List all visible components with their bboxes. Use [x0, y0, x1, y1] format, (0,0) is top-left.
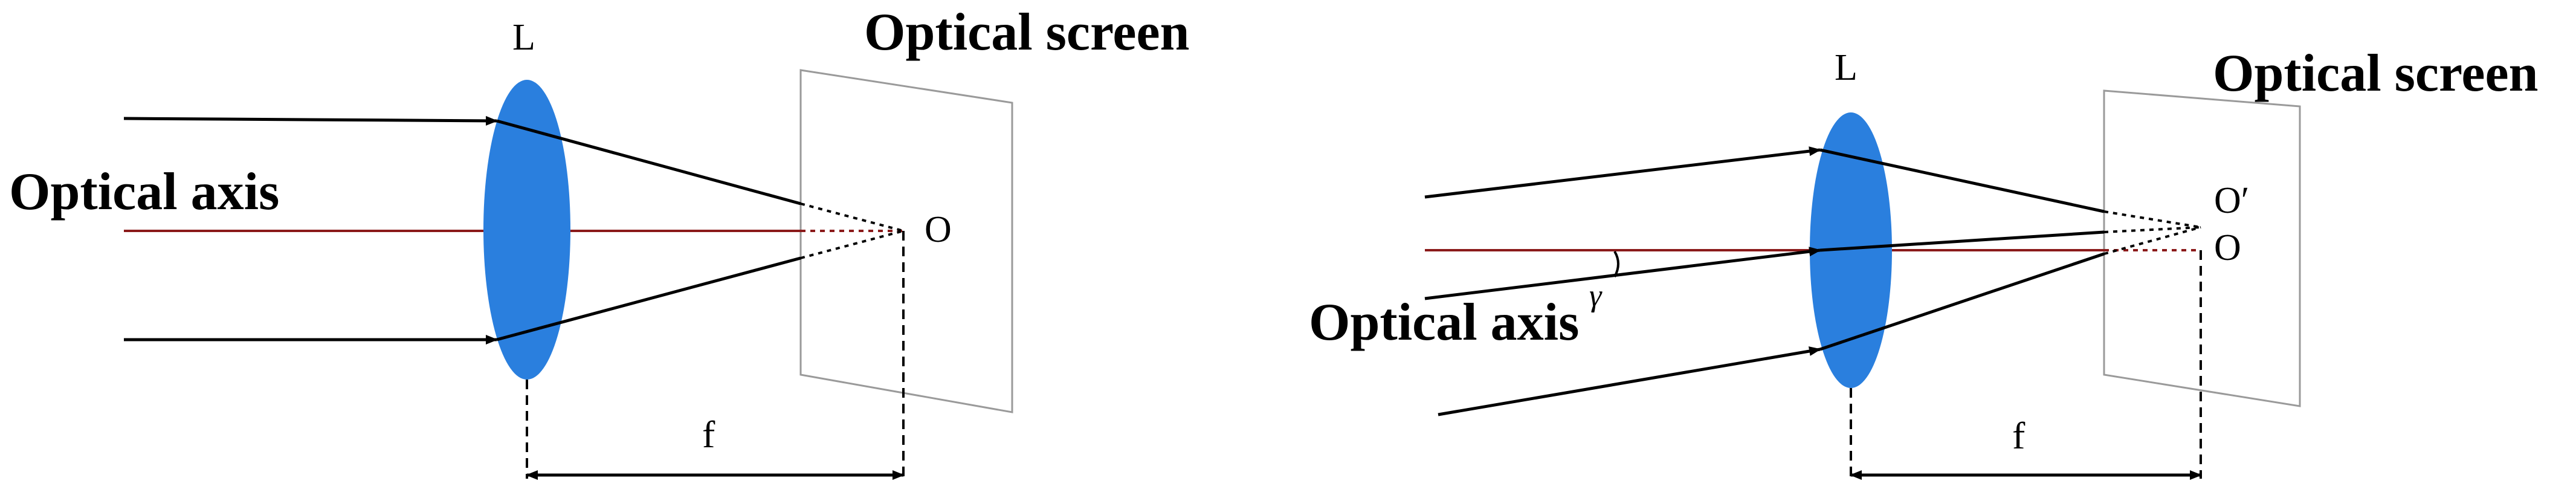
- right-ray-out-chief: [1819, 230, 2105, 252]
- left-lens: [483, 80, 570, 380]
- right-ray-out-upper-dotted: [2103, 210, 2201, 228]
- right-focus-label: O: [2214, 227, 2241, 268]
- right-lens-label: L: [1835, 47, 1858, 88]
- left-ray-in-upper: [123, 115, 498, 126]
- right-optical-screen: [2103, 89, 2301, 407]
- left-lens-label: L: [512, 17, 535, 58]
- right-screen-label: Optical screen: [2213, 44, 2538, 103]
- left-screen-label: Optical screen: [864, 3, 1189, 62]
- right-diagram: L Optical screen Optical axis γ O′ O f: [1309, 44, 2538, 480]
- left-focus-label: O: [925, 209, 952, 250]
- left-optical-screen: [799, 69, 1013, 413]
- left-diagram: L Optical screen Optical axis O f: [9, 3, 1189, 480]
- right-ray-in-upper: [1424, 146, 1821, 199]
- right-ray-out-chief-dotted: [2103, 226, 2201, 233]
- right-ray-out-upper: [1819, 148, 2105, 213]
- left-ray-out-upper: [496, 119, 801, 205]
- right-angle-arc: [1613, 250, 1619, 277]
- right-offset-focus-label: O′: [2214, 180, 2249, 221]
- right-lens: [1810, 112, 1892, 388]
- right-ray-out-lower-dotted: [2103, 226, 2201, 255]
- left-ray-out-lower: [496, 256, 801, 341]
- left-ray-out-lower-dotted: [800, 230, 904, 259]
- left-focal-label: f: [702, 413, 715, 456]
- left-axis-label: Optical axis: [9, 163, 279, 221]
- right-ray-out-lower: [1819, 252, 2105, 351]
- right-axis-label: Optical axis: [1309, 293, 1579, 352]
- right-ray-in-chief: [1424, 247, 1821, 300]
- right-ray-in-lower: [1438, 346, 1821, 416]
- left-ray-out-upper-dotted: [800, 202, 904, 232]
- right-angle-label: γ: [1589, 279, 1603, 313]
- right-focal-label: f: [2012, 414, 2026, 457]
